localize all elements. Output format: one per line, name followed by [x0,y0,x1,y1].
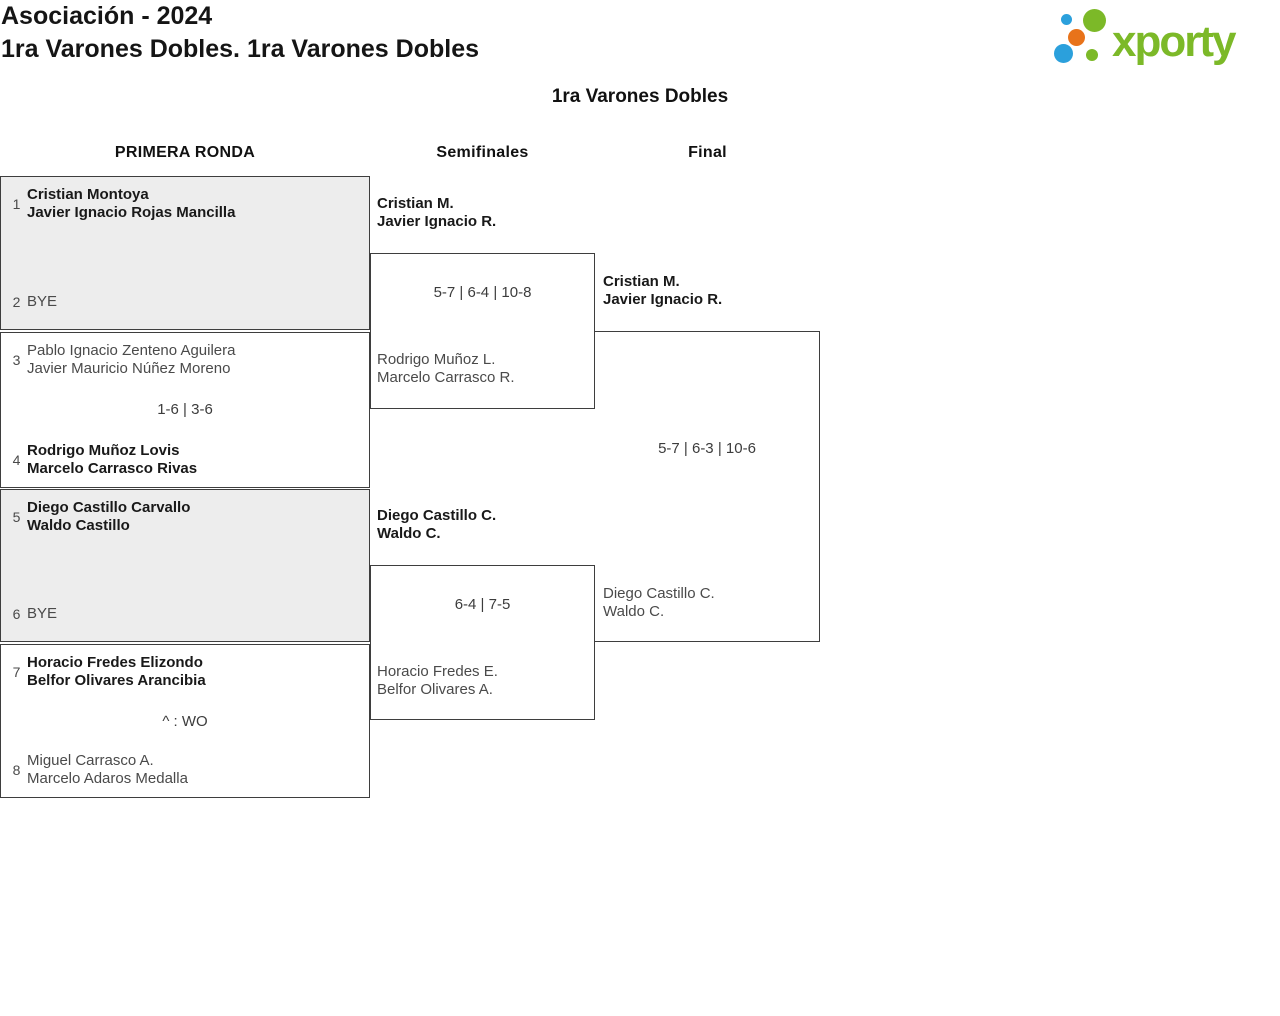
match-score: ^ : WO [162,713,208,730]
semifinal-2-team-bottom: Horacio Fredes E. Belfor Olivares A. [377,663,498,698]
logo-wordmark: xporty [1112,17,1236,66]
team-name: Cristian Montoya Javier Ignacio Rojas Ma… [27,186,236,221]
seed-number: 3 [12,352,21,368]
first-round-match-4: 7 Horacio Fredes Elizondo Belfor Olivare… [0,644,370,798]
match-score: 6-4 | 7-5 [454,596,511,613]
final-match-box: 5-7 | 6-3 | 10-6 Diego Castillo C. Waldo… [595,331,820,642]
team-name: Miguel Carrasco A. Marcelo Adaros Medall… [27,752,188,787]
seed-number: 1 [12,196,21,212]
semifinal-2-team-top: Diego Castillo C. Waldo C. [377,507,497,542]
xporty-logo[interactable]: xporty [1050,6,1272,72]
logo-dot-green-large-icon [1083,9,1106,32]
match-entry: 3 Pablo Ignacio Zenteno Aguilera Javier … [6,342,365,378]
final-team-bottom: Diego Castillo C. Waldo C. [603,585,715,620]
seed-number: 7 [12,664,21,680]
semifinal-1-team-bottom: Rodrigo Muñoz L. Marcelo Carrasco R. [377,351,515,386]
semifinal-1-match-box: 5-7 | 6-4 | 10-8 Rodrigo Muñoz L. Marcel… [370,253,595,409]
match-entry: 4 Rodrigo Muñoz Lovis Marcelo Carrasco R… [6,433,365,487]
match-entry: 1 Cristian Montoya Javier Ignacio Rojas … [6,186,365,222]
event-title: Asociación - 2024 [1,2,213,30]
semifinal-2-match-box: 6-4 | 7-5 Horacio Fredes E. Belfor Oliva… [370,565,595,720]
logo-dot-green-small-icon [1086,49,1098,61]
match-entry: 7 Horacio Fredes Elizondo Belfor Olivare… [6,654,365,690]
seed-number: 5 [12,509,21,525]
semifinal-1-team-top: Cristian M. Javier Ignacio R. [377,195,497,230]
match-score: 1-6 | 3-6 [157,401,213,418]
match-entry: 5 Diego Castillo Carvallo Waldo Castillo [6,499,365,535]
team-name: Pablo Ignacio Zenteno Aguilera Javier Ma… [27,342,236,377]
logo-dot-blue-large-icon [1054,44,1073,63]
match-entry: 8 Miguel Carrasco A. Marcelo Adaros Meda… [6,743,365,797]
logo-dot-orange-icon [1068,29,1085,46]
team-name: Rodrigo Muñoz Lovis Marcelo Carrasco Riv… [27,442,198,477]
team-name: Horacio Fredes Elizondo Belfor Olivares … [27,654,206,689]
match-entry: 6 BYE [6,587,365,641]
final-team-top: Cristian M. Javier Ignacio R. [603,273,723,308]
team-name: BYE [27,293,58,310]
round-header-semifinales: Semifinales [436,144,529,161]
first-round-match-2: 3 Pablo Ignacio Zenteno Aguilera Javier … [0,332,370,488]
seed-number: 4 [12,452,21,468]
category-title: 1ra Varones Dobles. 1ra Varones Dobles [1,35,480,63]
match-score: 5-7 | 6-3 | 10-6 [658,440,756,457]
first-round-match-1: 1 Cristian Montoya Javier Ignacio Rojas … [0,176,370,330]
round-header-primera-ronda: PRIMERA RONDA [114,144,256,161]
seed-number: 8 [12,762,21,778]
logo-dot-blue-small-icon [1061,14,1072,25]
first-round-match-3: 5 Diego Castillo Carvallo Waldo Castillo… [0,489,370,642]
round-header-final: Final [688,144,727,161]
team-name: Diego Castillo Carvallo Waldo Castillo [27,499,191,534]
match-entry: 2 BYE [6,275,365,329]
team-name: BYE [27,605,58,622]
bracket-title: 1ra Varones Dobles [551,86,729,107]
match-score: 5-7 | 6-4 | 10-8 [433,284,532,301]
seed-number: 2 [12,294,21,310]
seed-number: 6 [12,606,21,622]
